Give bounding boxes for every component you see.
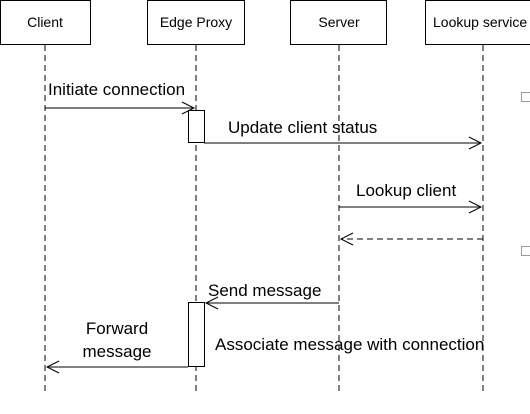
label-forward-message-line-2: message <box>83 342 152 361</box>
activation-edge-proxy-2 <box>188 302 205 367</box>
message-lookup-reply <box>339 232 483 246</box>
edge-marker-icon <box>521 92 530 102</box>
note-associate-message: Associate message with connection <box>215 335 484 354</box>
participant-server: Server <box>290 0 387 45</box>
label-update-client-status: Update client status <box>228 118 377 137</box>
participant-server-box <box>290 0 387 45</box>
participant-lookup-service-box <box>425 0 530 45</box>
arrowhead-lookup-client <box>468 200 483 214</box>
arrowhead-initiate-connection <box>181 101 196 115</box>
activation-edge-proxy-1 <box>188 110 205 143</box>
participant-client-box <box>0 0 91 45</box>
participant-edge-proxy: Edge Proxy <box>147 0 245 45</box>
participant-lookup-service-label: Lookup service <box>433 14 527 30</box>
message-send-message: Send message <box>204 281 339 310</box>
label-forward-message-line-1: Forward <box>86 319 148 338</box>
participant-server-label: Server <box>318 14 360 30</box>
participant-client: Client <box>0 0 91 45</box>
label-initiate-connection: Initiate connection <box>48 80 185 99</box>
label-lookup-client: Lookup client <box>356 181 456 200</box>
message-initiate-connection: Initiate connection <box>45 80 196 115</box>
arrowhead-send-message <box>204 296 219 310</box>
participant-client-label: Client <box>27 14 63 30</box>
message-forward-message: Forward message <box>45 319 188 374</box>
edge-marker-icon <box>521 246 530 256</box>
arrowhead-update-client-status <box>468 136 483 150</box>
arrowhead-lookup-reply <box>339 232 354 246</box>
message-update-client-status: Update client status <box>204 118 483 150</box>
arrowhead-forward-message <box>45 360 60 374</box>
message-lookup-client: Lookup client <box>339 181 483 214</box>
participant-lookup-service: Lookup service <box>425 0 530 45</box>
participant-edge-proxy-box <box>147 0 245 45</box>
label-send-message: Send message <box>208 281 321 300</box>
participant-edge-proxy-label: Edge Proxy <box>160 14 232 30</box>
